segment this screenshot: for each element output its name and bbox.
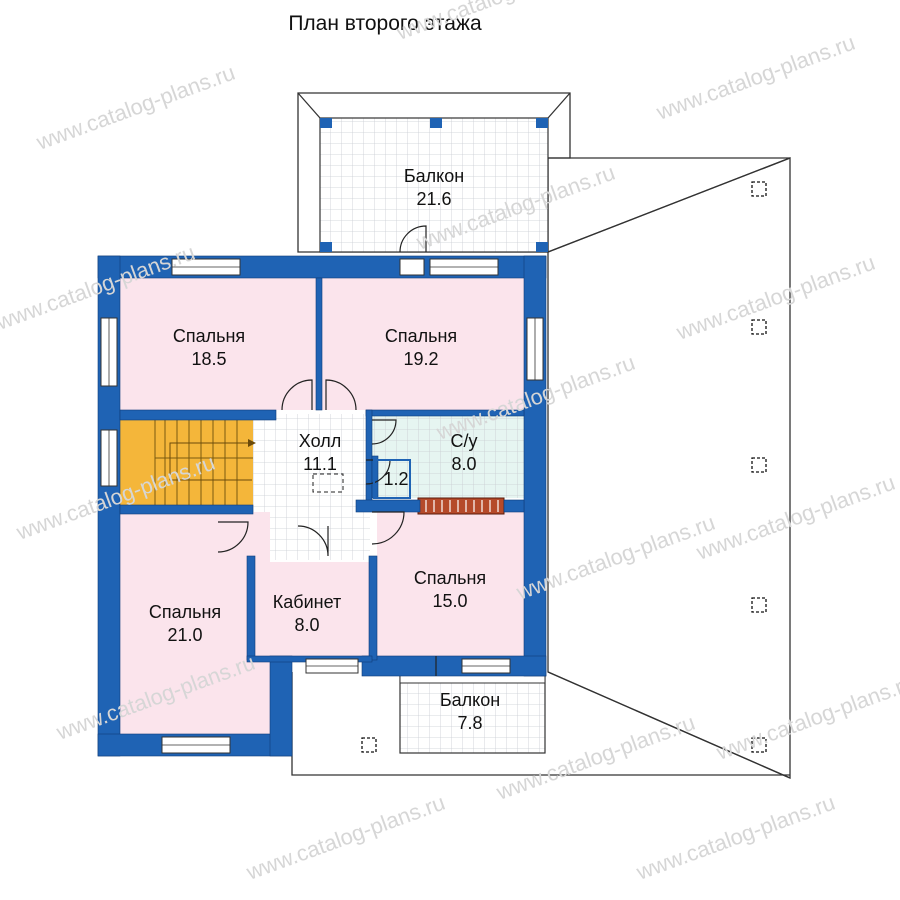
balcony-bottom (399, 674, 546, 754)
balcony-top (319, 117, 549, 253)
door-bedroom-se (371, 511, 405, 545)
watermark-text: www.catalog-plans.ru (392, 0, 598, 45)
room-area: 8.0 (451, 454, 476, 474)
door-bedroom-nw (281, 379, 313, 411)
door-bedroom-sw (217, 521, 249, 553)
room-area: 19.2 (403, 349, 438, 369)
roof-right (547, 157, 791, 779)
room-area: 21.0 (167, 625, 202, 645)
room-area: 11.1 (303, 454, 337, 474)
room-area: 8.0 (294, 615, 319, 635)
staircase (154, 420, 256, 505)
room-floors (120, 278, 524, 734)
room-name: Спальня (414, 568, 486, 588)
room-area: 21.6 (416, 189, 451, 209)
room-name: Спальня (173, 326, 245, 346)
watermark-text: www.catalog-plans.ru (652, 30, 858, 125)
watermark-text: www.catalog-plans.ru (692, 470, 898, 565)
watermark-text: www.catalog-plans.ru (672, 250, 878, 345)
room-name: Балкон (404, 166, 464, 186)
room-labels: Балкон 21.6 Спальня 18.5 Спальня 19.2 Хо… (149, 166, 500, 733)
door-bathroom (371, 419, 397, 445)
door-study (297, 525, 329, 557)
room-name: Холл (299, 431, 341, 451)
bathroom-floor (372, 414, 524, 498)
roof-columns (361, 181, 767, 753)
watermark-text: www.catalog-plans.ru (632, 790, 838, 885)
plan-title: План второго этажа (288, 12, 482, 35)
hall-floor (253, 414, 370, 560)
room-area: 18.5 (191, 349, 226, 369)
watermark-text: www.catalog-plans.ru (32, 60, 238, 155)
door-balcony (399, 225, 427, 253)
room-name: Спальня (149, 602, 221, 622)
door-bedroom-ne (325, 379, 357, 411)
study-floor (252, 562, 369, 656)
heater (417, 497, 505, 515)
doors (217, 225, 437, 676)
wc-box (373, 459, 411, 499)
bedroom-nw-floor (120, 278, 316, 410)
room-area: 7.8 (457, 713, 482, 733)
room-name: Спальня (385, 326, 457, 346)
stairs-floor (120, 420, 253, 505)
hall-hatch (312, 473, 344, 493)
bedroom-se-floor (377, 512, 524, 656)
room-area: 15.0 (432, 591, 467, 611)
bedroom-sw-floor (120, 512, 270, 734)
room-name: Балкон (440, 690, 500, 710)
room-name: Кабинет (273, 592, 341, 612)
window-lines (108, 266, 536, 746)
watermark-text: www.catalog-plans.ru (242, 790, 448, 885)
watermark-text: www.catalog-plans.ru (712, 670, 900, 765)
room-area: 1.2 (383, 469, 408, 489)
room-name: С/у (451, 431, 478, 451)
bedroom-ne-floor (322, 278, 524, 410)
